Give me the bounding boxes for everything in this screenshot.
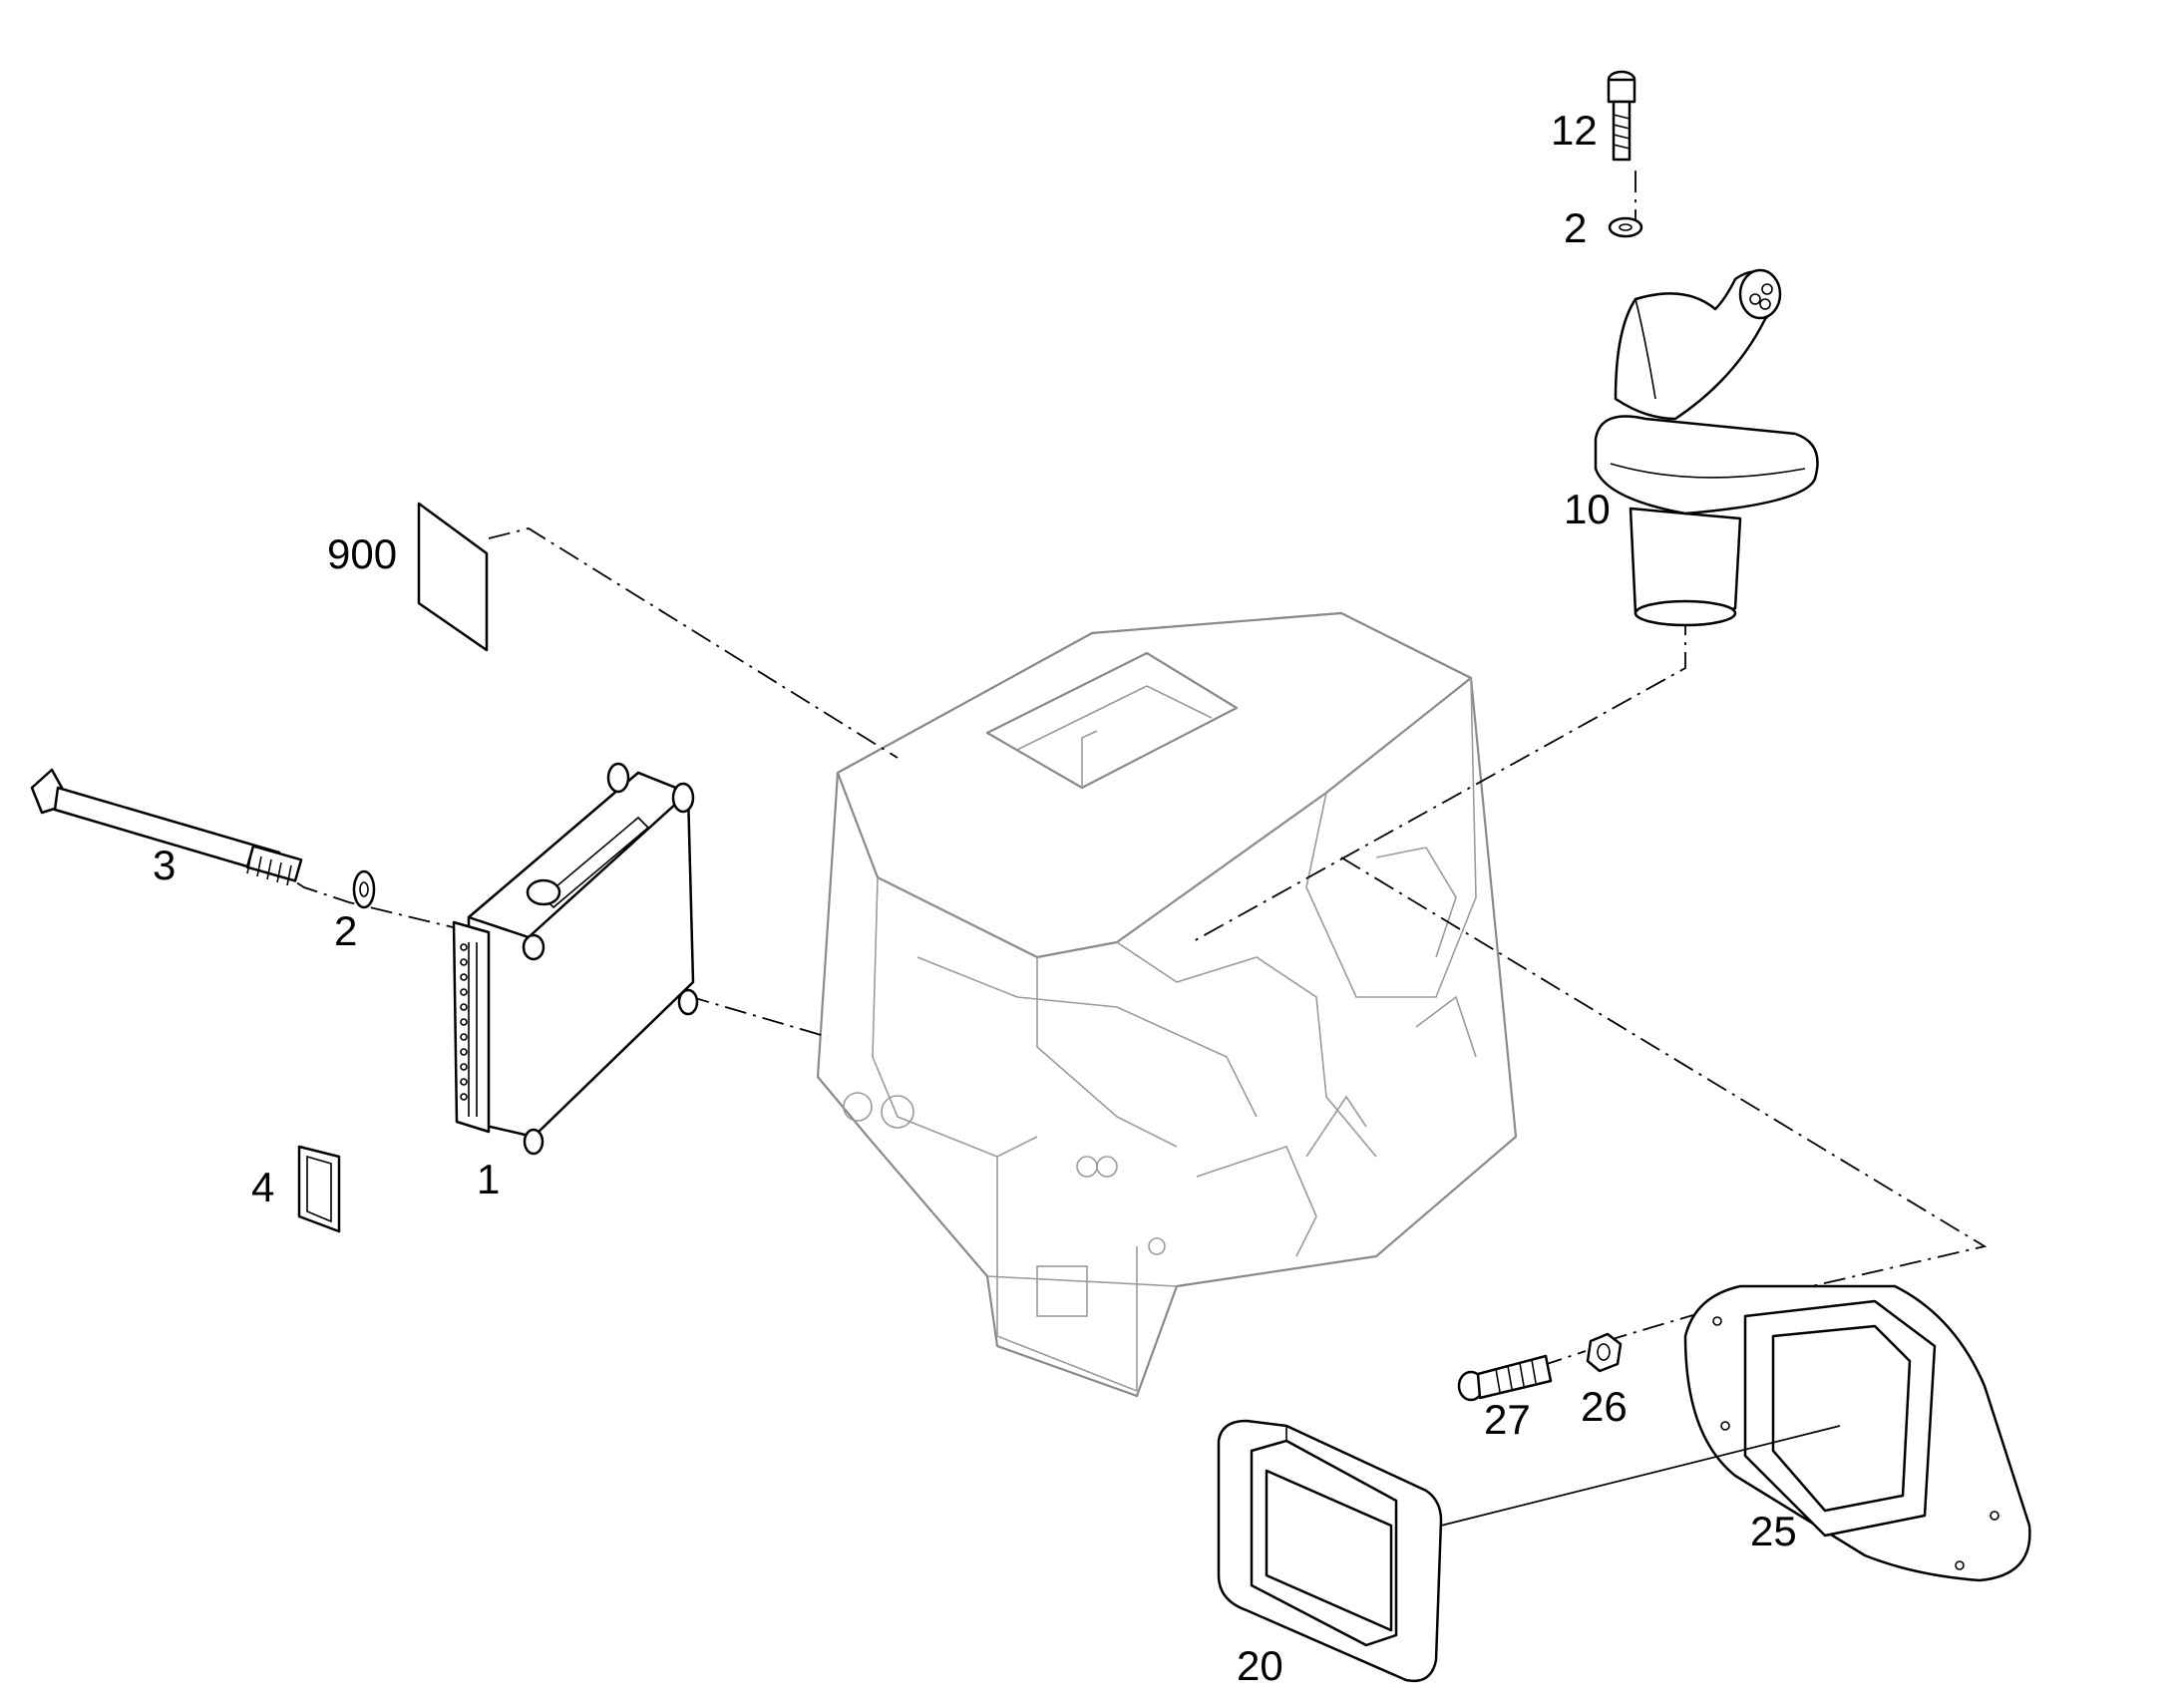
part-1-control-unit	[452, 762, 699, 1156]
callout-900: 900	[327, 530, 397, 577]
callout-25: 25	[1750, 1508, 1797, 1554]
callout-27: 27	[1484, 1396, 1531, 1443]
callout-3: 3	[153, 842, 176, 888]
callout-12: 12	[1551, 107, 1598, 154]
callout-26: 26	[1581, 1383, 1628, 1430]
part-4-gasket	[297, 1145, 341, 1233]
callout-labels: 900 12 2 10 3 2 1 4 27 26 25 20	[153, 107, 1797, 1689]
part-26-nut	[1586, 1332, 1623, 1373]
callout-4: 4	[251, 1164, 274, 1210]
part-27-screw	[1457, 1354, 1553, 1402]
part-12-screw	[1607, 70, 1636, 162]
leader-20-25	[1440, 1425, 1841, 1527]
part-2-washer-top	[1608, 216, 1643, 238]
part-10-joystick	[1594, 268, 1819, 627]
callout-2-top: 2	[1564, 204, 1587, 251]
part-2-washer-left	[352, 869, 376, 909]
part-20-display	[1217, 1419, 1443, 1683]
callout-2-left: 2	[334, 907, 357, 954]
callout-20: 20	[1237, 1642, 1283, 1689]
part-3-bolt	[30, 768, 303, 886]
part-900-label-card	[417, 502, 489, 652]
callout-10: 10	[1564, 486, 1611, 532]
callout-1: 1	[477, 1156, 500, 1202]
connector-pins	[460, 943, 468, 1101]
console-frame	[816, 611, 1518, 1398]
part-25-display-housing	[1683, 1284, 2031, 1582]
